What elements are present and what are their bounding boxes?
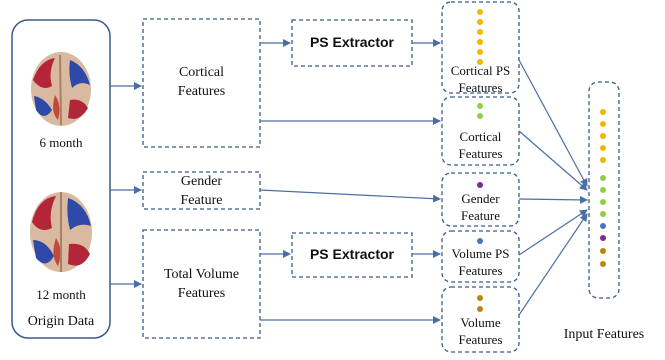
volume-ps-output-line1: Volume PS xyxy=(451,246,510,261)
cortical-output-line2: Features xyxy=(458,146,503,161)
total-volume-features-line2: Features xyxy=(177,286,226,301)
volume-features-output-box xyxy=(441,286,520,353)
gender-feature-output-label: Gender Feature xyxy=(442,190,519,224)
total-volume-features-box xyxy=(142,229,261,339)
cortical-features-output-label: Cortical Features xyxy=(442,128,519,162)
ps-extractor-top-label: PS Extractor xyxy=(309,34,395,50)
cortical-ps-output-line2: Features xyxy=(458,80,503,95)
volume-ps-features-output-label: Volume PS Features xyxy=(442,245,519,279)
cortical-features-line2: Features xyxy=(177,84,226,99)
total-volume-features-line1: Total Volume xyxy=(163,267,240,282)
origin-data-label: Origin Data xyxy=(27,314,95,329)
volume-ps-dot xyxy=(477,238,483,244)
volume-dots xyxy=(477,295,483,312)
gender-dot xyxy=(477,182,483,188)
origin-data-panel xyxy=(11,19,111,339)
cortical-features-box xyxy=(142,18,261,148)
volume-ps-output-line2: Features xyxy=(458,263,503,278)
gender-output-line1: Gender xyxy=(461,191,500,206)
volume-ps-features-output-box xyxy=(441,230,520,283)
input-vector-dots xyxy=(600,109,606,267)
volume-features-output-label: Volume Features xyxy=(442,314,519,348)
ps-extractor-bottom-label: PS Extractor xyxy=(309,246,395,262)
connector-arrows xyxy=(110,39,588,324)
input-features-label: Input Features xyxy=(563,327,645,342)
gender-feature-line1: Gender xyxy=(180,174,223,189)
brain-scan-12-month-image xyxy=(30,192,92,272)
cortical-dots xyxy=(477,103,483,119)
volume-output-line2: Features xyxy=(458,332,503,347)
brain-scan-6-month-image xyxy=(31,52,91,126)
cortical-ps-dots xyxy=(477,9,483,65)
twelve-month-caption: 12 month xyxy=(36,287,86,302)
cortical-ps-features-output-label: Cortical PS Features xyxy=(442,62,519,96)
total-volume-features-label: Total Volume Features xyxy=(143,265,260,303)
cortical-ps-output-line1: Cortical PS xyxy=(450,63,511,78)
gender-feature-line2: Feature xyxy=(180,193,223,208)
six-month-caption: 6 month xyxy=(39,135,83,150)
ps-extractor-bottom-box xyxy=(291,232,413,278)
gender-output-line2: Feature xyxy=(461,208,500,223)
cortical-output-line1: Cortical xyxy=(459,129,502,144)
cortical-ps-features-output-box xyxy=(441,1,520,94)
cortical-features-line1: Cortical xyxy=(178,65,225,80)
cortical-features-label: Cortical Features xyxy=(143,63,260,101)
gender-feature-output-box xyxy=(441,172,520,227)
volume-output-line1: Volume xyxy=(460,315,501,330)
gender-feature-label: Gender Feature xyxy=(143,172,260,210)
